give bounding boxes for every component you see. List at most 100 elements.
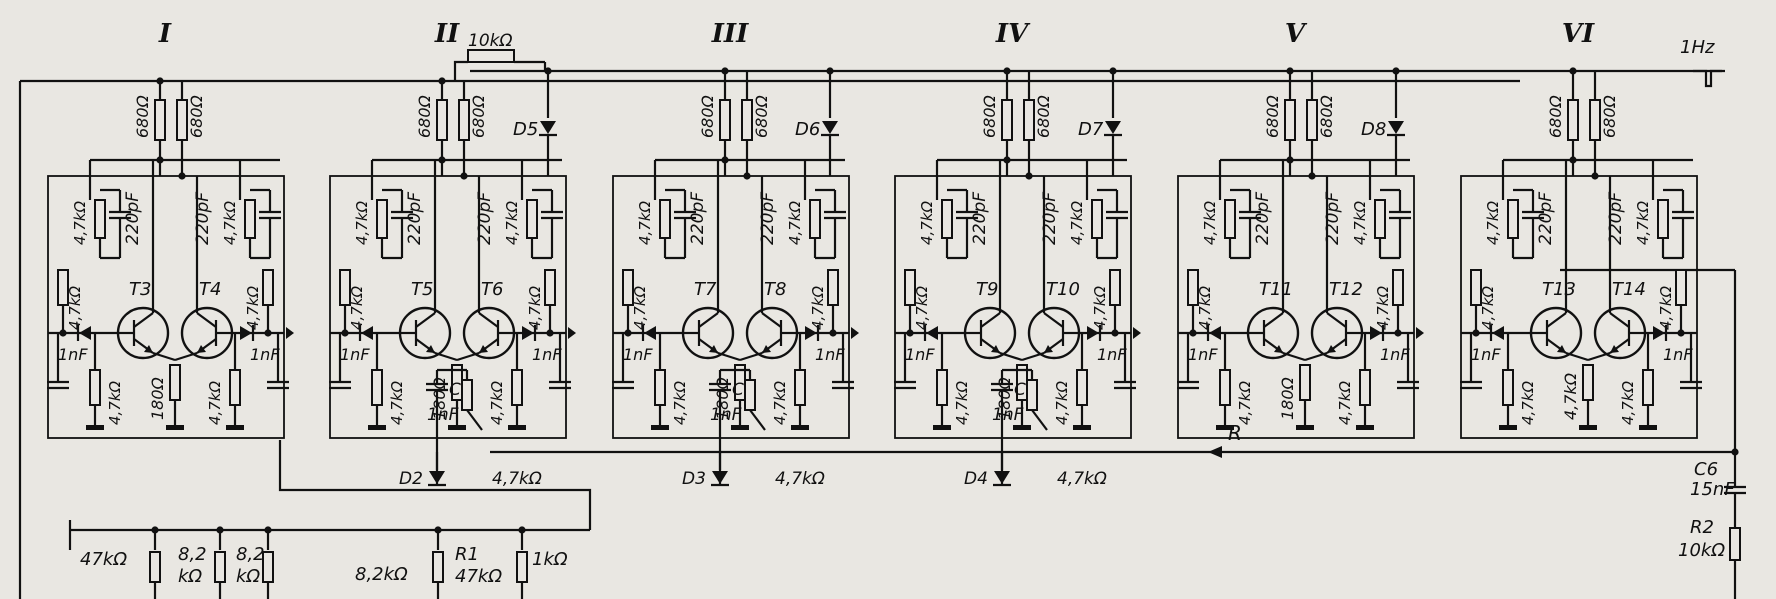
stage-frame — [1460, 175, 1698, 439]
resistor — [1642, 369, 1654, 406]
base-capacitor-label: 1nF — [815, 345, 845, 364]
collector-resistor-label: 680Ω — [133, 94, 152, 138]
junction-dot — [1472, 329, 1480, 337]
emitter-resistor-label: 4,7kΩ — [1561, 372, 1580, 420]
bias-resistor-label: 4,7kΩ — [1479, 285, 1497, 330]
transistor-label: T13 — [1542, 279, 1576, 300]
emitter-resistor-label: 180Ω — [148, 376, 167, 420]
output-diode-label: D4 — [964, 469, 988, 489]
feedback-capacitor-label: 220pF — [970, 192, 990, 245]
resistor — [1657, 199, 1669, 239]
junction-dot — [264, 329, 272, 337]
wire — [415, 312, 436, 328]
base-capacitor-label: 1nF — [905, 345, 935, 364]
resistor — [154, 99, 166, 141]
resistor — [244, 199, 256, 239]
feed-diode-label: D8 — [1361, 119, 1386, 140]
stage-numeral: III — [711, 19, 749, 49]
c6-value: 15nF — [1690, 479, 1735, 500]
diode — [821, 121, 839, 137]
junction-dot — [1003, 67, 1011, 75]
arrow-right-icon — [286, 327, 294, 339]
junction-dot — [518, 526, 526, 534]
base-capacitor-label: 1nF — [532, 345, 562, 364]
base-capacitor-label: 1nF — [340, 345, 370, 364]
wire — [278, 440, 592, 530]
resistor — [1567, 99, 1579, 141]
arrow-right-icon — [1133, 327, 1141, 339]
feedback-capacitor-label: 220pF — [1536, 192, 1556, 245]
diode — [1087, 325, 1102, 341]
junction-dot — [1286, 156, 1294, 164]
capacitor — [267, 380, 289, 390]
feed-diode-label: D6 — [795, 119, 820, 140]
stage-frame — [612, 175, 850, 439]
stage-frame — [894, 175, 1132, 439]
transistor — [180, 306, 234, 360]
junction-dot — [1025, 172, 1033, 180]
resistor — [467, 49, 515, 63]
resistor — [1359, 369, 1371, 406]
collector-resistor-label: 680Ω — [1600, 94, 1619, 138]
arrow-right-icon — [1416, 327, 1424, 339]
ground-symbol — [1216, 425, 1234, 430]
junction-dot — [743, 172, 751, 180]
resistor — [1109, 269, 1121, 306]
junction-dot — [1308, 172, 1316, 180]
feedback-resistor-label: 4,7kΩ — [1351, 200, 1369, 245]
stage-numeral: II — [434, 19, 460, 49]
capacitor — [1672, 210, 1694, 220]
resistor — [936, 369, 948, 406]
ground-symbol — [1356, 425, 1374, 430]
resistor — [436, 99, 448, 141]
emitter-resistor-label: 180Ω — [713, 376, 732, 420]
output-resistor-label: 4,7kΩ — [775, 469, 825, 489]
junction-dot — [624, 329, 632, 337]
base-capacitor-label: 1nF — [1380, 345, 1410, 364]
resistor — [511, 369, 523, 406]
feedback-capacitor-label: 220pF — [123, 192, 143, 245]
ground-symbol — [1013, 425, 1031, 430]
junction-dot — [544, 67, 552, 75]
transistor-label: T11 — [1259, 279, 1293, 300]
junction-dot — [216, 526, 224, 534]
stage-numeral: VI — [1562, 19, 1595, 49]
junction-dot — [178, 172, 186, 180]
resistor — [516, 551, 528, 583]
pulldown-resistor-label: 4,7kΩ — [953, 380, 971, 425]
emitter-resistor-label: 180Ω — [1278, 376, 1297, 420]
ground-symbol — [933, 425, 951, 430]
transistor — [1529, 306, 1583, 360]
collector-resistor-label: 680Ω — [1546, 94, 1565, 138]
ground-symbol — [226, 425, 244, 430]
stage-numeral: V — [1285, 19, 1308, 49]
resistor — [94, 199, 106, 239]
junction-dot — [460, 172, 468, 180]
divider-resistor-label: kΩ — [236, 566, 260, 587]
collector-resistor-label: 680Ω — [1263, 94, 1282, 138]
transistor-label: T5 — [411, 279, 433, 300]
resistor — [654, 369, 666, 406]
arrow-right-icon — [851, 327, 859, 339]
ground-symbol — [86, 425, 104, 430]
pulldown-resistor-label: 4,7kΩ — [488, 380, 506, 425]
base-capacitor-label: 1nF — [250, 345, 280, 364]
divider-resistor-label: 47kΩ — [455, 566, 502, 587]
arrow-left-icon — [1208, 446, 1222, 458]
divider-resistor-label: 8,2 — [236, 544, 265, 565]
pulldown-resistor-label: 4,7kΩ — [1619, 380, 1637, 425]
wire — [1546, 312, 1567, 328]
diode — [1206, 325, 1221, 341]
junction-dot — [1111, 329, 1119, 337]
junction-dot — [1189, 329, 1197, 337]
feedback-resistor-label: 4,7kΩ — [1068, 200, 1086, 245]
resistor — [1026, 379, 1038, 411]
bias-resistor-label: 4,7kΩ — [348, 285, 366, 330]
bias-resistor-label: 4,7kΩ — [244, 285, 262, 330]
bias-resistor-label: 4,7kΩ — [1657, 285, 1675, 330]
resistor — [1091, 199, 1103, 239]
